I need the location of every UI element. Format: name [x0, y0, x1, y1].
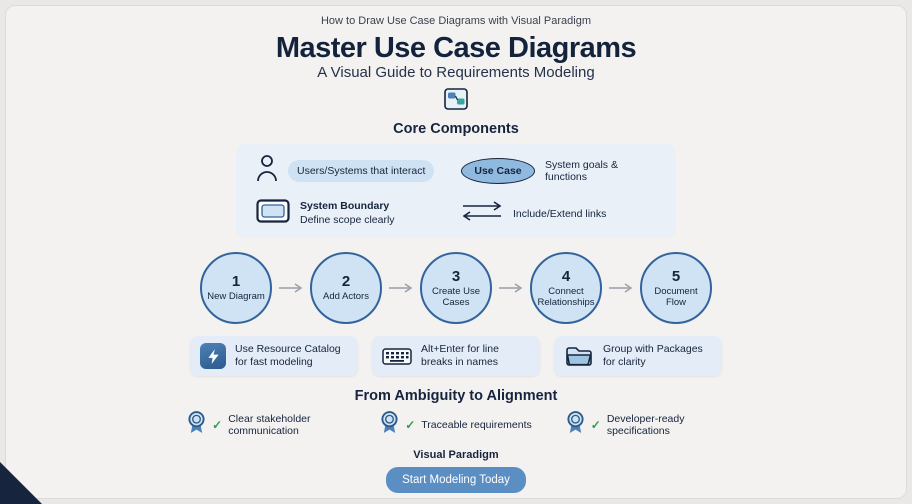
step-label: Connect Relationships	[537, 285, 595, 308]
diagram-icon	[444, 87, 468, 111]
step-number: 4	[561, 267, 571, 285]
benefit-item: ✓ Traceable requirements	[380, 411, 532, 439]
tip-alt-enter: Alt+Enter for line breaks in names	[372, 336, 540, 377]
flow-arrow-icon	[609, 283, 633, 293]
step-circle-4: 4 Connect Relationships	[530, 252, 602, 324]
tip-resource-catalog: Use Resource Catalog for fast modeling	[190, 336, 358, 377]
award-badge-icon	[187, 411, 206, 439]
core-components-heading: Core Components	[393, 121, 519, 137]
check-icon: ✓	[212, 418, 223, 433]
boundary-label: Define scope clearly	[300, 213, 395, 226]
check-icon: ✓	[590, 418, 601, 433]
flow-arrow-icon	[279, 283, 303, 293]
benefits-row: ✓ Clear stakeholder communication ✓ Trac…	[187, 411, 725, 439]
step-circle-5: 5 Document Flow	[640, 252, 712, 324]
kicker-text: How to Draw Use Case Diagrams with Visua…	[320, 15, 591, 27]
award-badge-icon	[380, 411, 399, 439]
flow-arrow-icon	[389, 283, 413, 293]
benefit-label: Developer-ready specifications	[606, 412, 685, 438]
folder-icon	[564, 345, 594, 367]
check-icon: ✓	[405, 418, 416, 433]
step-number: 1	[231, 273, 241, 291]
tip-label: Alt+Enter for line breaks in names	[421, 343, 499, 369]
core-components-card: Users/Systems that interact Use Case Sys…	[236, 144, 676, 238]
tip-packages: Group with Packages for clarity	[554, 336, 722, 377]
step-label: Create Use Cases	[431, 285, 481, 308]
benefit-item: ✓ Clear stakeholder communication	[187, 411, 346, 439]
step-label: Document Flow	[654, 285, 698, 308]
step-number: 2	[341, 273, 351, 291]
page-subtitle: A Visual Guide to Requirements Modeling	[317, 64, 595, 81]
start-modeling-button[interactable]: Start Modeling Today	[386, 467, 526, 494]
step-circle-2: 2 Add Actors	[310, 252, 382, 324]
step-circle-3: 3 Create Use Cases	[420, 252, 492, 324]
lightning-icon	[200, 343, 226, 370]
core-item-usecase: Use Case System goals & functions	[461, 157, 656, 184]
core-item-links: Include/Extend links	[461, 201, 656, 226]
tip-label: Group with Packages for clarity	[603, 343, 703, 369]
step-number: 5	[671, 267, 681, 285]
brand-name: Visual Paradigm	[413, 449, 499, 462]
tip-label: Use Resource Catalog for fast modeling	[235, 343, 341, 369]
keyboard-icon	[382, 345, 412, 367]
use-case-oval: Use Case	[461, 157, 535, 184]
benefit-label: Clear stakeholder communication	[228, 412, 311, 438]
links-label: Include/Extend links	[513, 207, 607, 220]
page-title: Master Use Case Diagrams	[275, 32, 637, 64]
steps-flow: 1 New Diagram 2 Add Actors 3 Create Use …	[200, 252, 712, 324]
core-item-boundary: System Boundary Define scope clearly	[256, 199, 461, 228]
benefits-heading: From Ambiguity to Alignment	[354, 388, 558, 405]
step-number: 3	[451, 267, 461, 285]
benefit-item: ✓ Developer-ready specifications	[566, 411, 725, 439]
benefit-label: Traceable requirements	[421, 418, 532, 431]
step-label: Add Actors	[323, 291, 369, 303]
usecase-label: System goals & functions	[545, 158, 618, 183]
step-circle-1: 1 New Diagram	[200, 252, 272, 324]
tips-row: Use Resource Catalog for fast modeling A…	[190, 336, 722, 377]
include-extend-arrows-icon	[461, 201, 503, 226]
system-boundary-icon	[256, 199, 290, 228]
actor-icon	[256, 154, 278, 187]
core-item-actor: Users/Systems that interact	[256, 154, 461, 187]
actor-label: Users/Systems that interact	[288, 159, 435, 182]
flow-arrow-icon	[499, 283, 523, 293]
award-badge-icon	[566, 411, 585, 439]
step-label: New Diagram	[207, 291, 265, 303]
boundary-title: System Boundary	[300, 200, 390, 213]
